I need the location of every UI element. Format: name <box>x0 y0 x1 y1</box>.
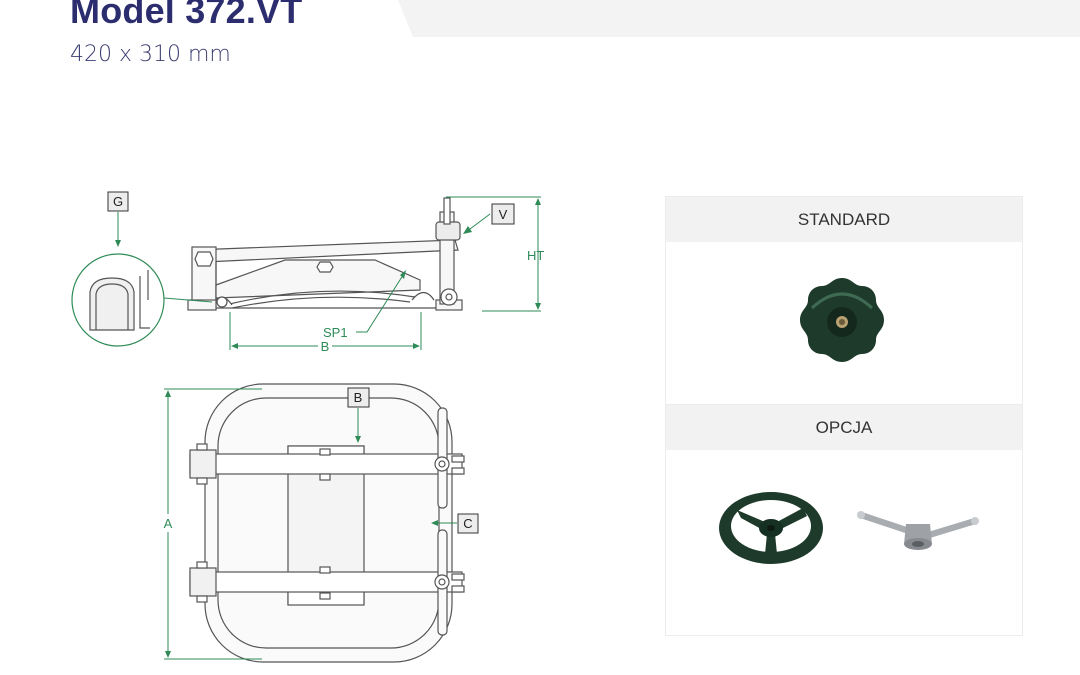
technical-drawing: G V B C HT SP1 B A <box>71 191 544 663</box>
option-panel-body <box>666 450 1022 636</box>
option-panel: OPCJA <box>665 404 1023 636</box>
label-box-g: G <box>107 191 129 212</box>
label-box-v: V <box>491 203 515 225</box>
top-view <box>189 383 465 663</box>
label-box-c: C <box>457 513 479 534</box>
label-v: V <box>499 207 508 222</box>
label-g: G <box>113 194 123 209</box>
page-subtitle: 420 x 310 mm <box>70 42 231 67</box>
handwheel-icon <box>719 492 823 564</box>
label-box-b: B <box>347 387 370 408</box>
t-wrench-icon <box>857 511 979 550</box>
detail-g <box>71 253 165 347</box>
option-accessories <box>719 492 979 564</box>
label-a: A <box>164 516 173 531</box>
label-b-tag: B <box>354 390 363 405</box>
label-c: C <box>463 516 472 531</box>
page-title: Model 372.VT <box>70 0 303 31</box>
label-ht: HT <box>527 248 544 263</box>
standard-panel-body <box>666 242 1022 404</box>
side-view <box>187 197 463 311</box>
standard-panel: STANDARD <box>665 196 1023 405</box>
option-panel-title: OPCJA <box>666 405 1022 450</box>
header-band <box>0 0 1080 38</box>
standard-panel-title: STANDARD <box>666 197 1022 242</box>
star-knob-icon <box>800 278 884 362</box>
label-b-dim: B <box>321 339 330 354</box>
label-sp1: SP1 <box>323 325 348 340</box>
